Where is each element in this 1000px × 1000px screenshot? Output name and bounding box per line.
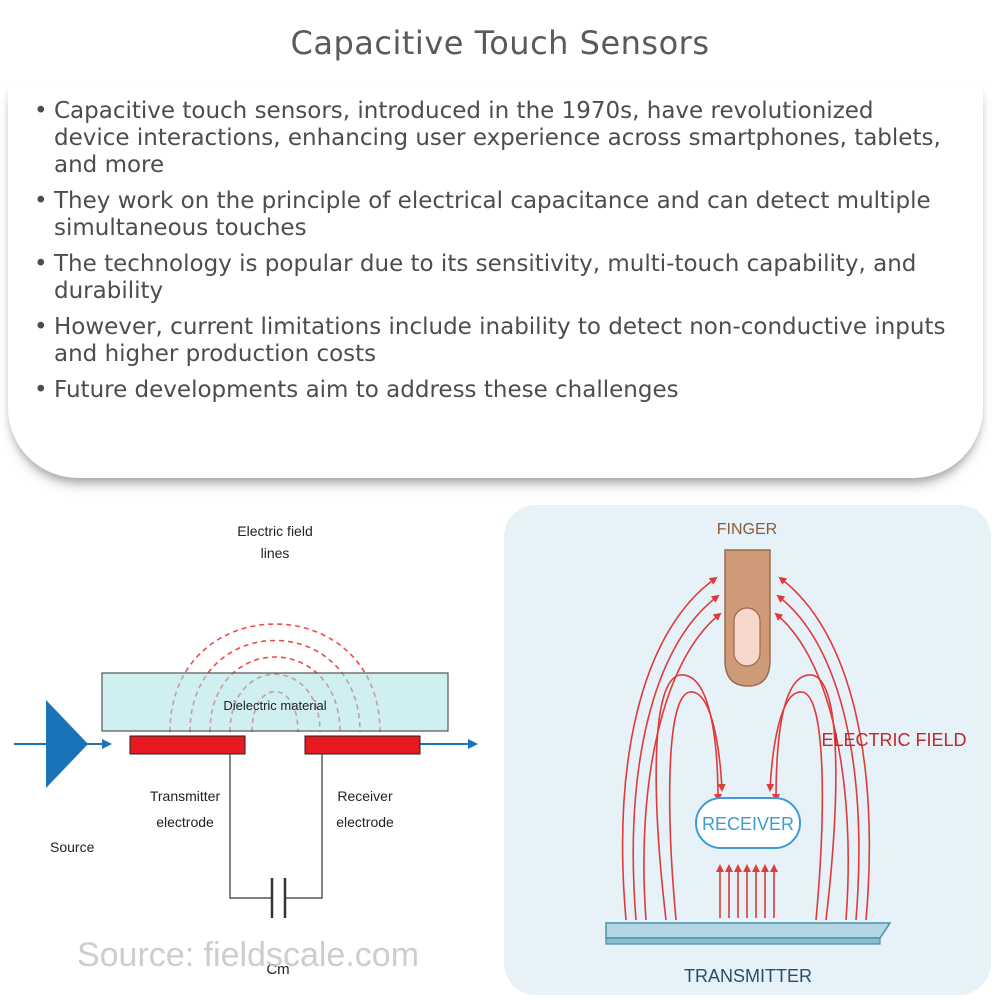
bullet-list: Capacitive touch sensors, introduced in …	[34, 98, 954, 413]
bullet-item: However, current limitations include ina…	[34, 314, 954, 368]
field-line	[772, 674, 837, 921]
field-line	[655, 674, 722, 921]
diagrams: Electric field lines Dielectric material…	[14, 505, 991, 995]
field-label-line2: lines	[261, 545, 290, 561]
field-arc	[209, 656, 341, 733]
field-line	[766, 691, 824, 921]
bullet-item: They work on the principle of electrical…	[34, 188, 954, 242]
page-title: Capacitive Touch Sensors	[290, 24, 710, 62]
right-diagram: FINGER	[504, 505, 991, 995]
dielectric-layer	[101, 672, 449, 732]
transmitter-plate	[605, 922, 892, 945]
transmitter-electrode	[129, 735, 246, 755]
source-label: Source	[50, 839, 95, 855]
source-watermark: Source: fieldscale.com	[77, 936, 419, 974]
capacitor-label: Cm	[266, 961, 289, 978]
field-label-line1: Electric field	[237, 523, 312, 539]
electric-field-lines	[621, 576, 871, 921]
dielectric-label: Dielectric material	[223, 698, 326, 713]
field-line	[776, 594, 860, 921]
bullet-item: Capacitive touch sensors, introduced in …	[34, 98, 954, 179]
finger-label: FINGER	[717, 521, 777, 538]
field-line	[632, 594, 720, 921]
rx-label-line2: electrode	[336, 814, 394, 830]
rx-label-line1: Receiver	[337, 788, 393, 804]
field-line	[668, 691, 726, 921]
receiver-electrode	[304, 735, 421, 755]
transmitter-label: TRANSMITTER	[684, 966, 812, 986]
left-diagram: Electric field lines Dielectric material…	[14, 523, 478, 978]
field-line	[774, 612, 850, 921]
capacitor-circuit	[229, 754, 323, 918]
source-icon	[46, 700, 88, 788]
bullet-item: Future developments aim to address these…	[34, 377, 954, 404]
field-line	[778, 576, 871, 921]
electric-field-label: ELECTRIC FIELD	[821, 730, 966, 750]
receiver-label: RECEIVER	[702, 814, 794, 834]
tx-label-line2: electrode	[156, 814, 214, 830]
tx-label-line1: Transmitter	[150, 788, 221, 804]
bullet-item: The technology is popular due to its sen…	[34, 251, 954, 305]
finger-icon	[724, 549, 771, 687]
field-line	[621, 576, 718, 921]
receiver-element	[695, 797, 801, 849]
